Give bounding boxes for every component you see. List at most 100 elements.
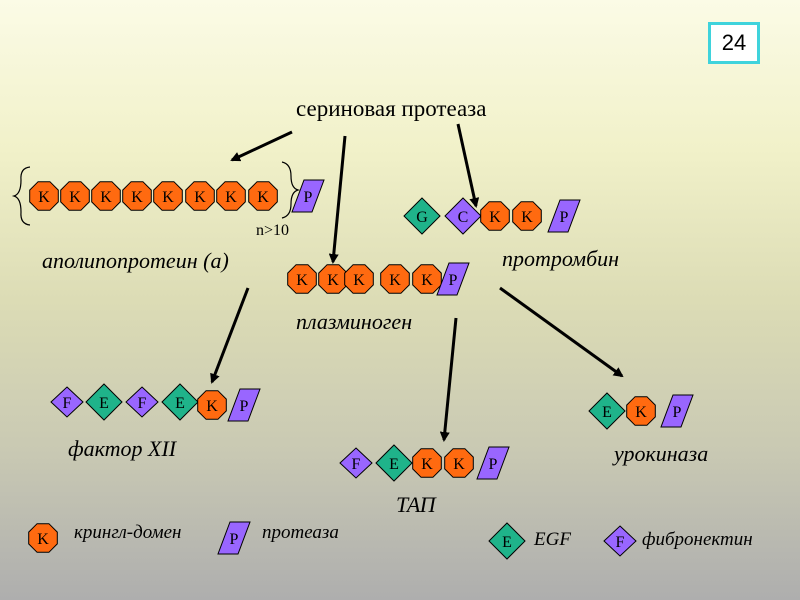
plasminogen-kringle-letter: K	[421, 272, 433, 289]
apolipoprotein-kringle-letter: K	[100, 189, 112, 206]
plasminogen-kringle-shape	[344, 264, 374, 294]
arrow-to-prothrombin	[456, 123, 480, 208]
apolipoprotein-kringle-letter: K	[131, 189, 143, 206]
prothrombin-gla-shape	[403, 197, 441, 235]
tap-fibronectin-letter: F	[352, 456, 361, 473]
tap-protease-domain: P	[476, 446, 510, 480]
factor12-egf-shape	[161, 383, 199, 421]
urokinase-kringle-domain: K	[626, 396, 656, 426]
tap-kringle-letter: K	[421, 456, 433, 473]
apolipoprotein-kringle-domain: K	[248, 181, 278, 211]
apolipoprotein-kringle-shape	[29, 181, 59, 211]
legend-egf-shape	[488, 522, 526, 560]
apolipoprotein-kringle-domain: K	[29, 181, 59, 211]
prothrombin-gla-letter: G	[416, 209, 428, 226]
legend-kringle-letter: K	[37, 531, 49, 548]
legend-fibronectin-domain: F	[603, 525, 637, 557]
apolipoprotein-protease-domain: P	[291, 179, 325, 213]
apolipoprotein-kringle-domain: K	[91, 181, 121, 211]
legend-protease-domain: P	[217, 521, 251, 555]
prothrombin-kringle-letter: K	[521, 209, 533, 226]
plasminogen-kringle-letter: K	[353, 272, 365, 289]
plasminogen-protease-shape	[436, 262, 470, 296]
label-apolipoprotein: аполипопротеин (a)	[42, 248, 229, 273]
apolipoprotein-kringle-domain: K	[185, 181, 215, 211]
tap-protease-shape	[476, 446, 510, 480]
factor12-fibronectin-domain: F	[125, 386, 159, 418]
plasminogen-protease-domain: P	[436, 262, 470, 296]
legend-kringle-label: крингл-домен	[74, 522, 181, 543]
prothrombin-kringle-letter: K	[489, 209, 501, 226]
factor12-egf-letter: E	[99, 395, 109, 412]
tap-fibronectin-domain: F	[339, 447, 373, 479]
arrow-to-apolipoprotein	[230, 130, 293, 162]
apolipoprotein-kringle-shape	[216, 181, 246, 211]
plasminogen-kringle-letter: K	[327, 272, 339, 289]
prothrombin-c-shape	[444, 197, 482, 235]
plasminogen-kringle-domain: K	[287, 264, 317, 294]
prothrombin-kringle-shape	[512, 201, 542, 231]
arrow-to-factor12	[210, 287, 250, 384]
factor12-kringle-letter: K	[206, 398, 218, 415]
arrows	[210, 123, 624, 442]
left-brace	[11, 166, 31, 226]
apolipoprotein-kringle-domain: K	[60, 181, 90, 211]
page-number: 24	[708, 22, 760, 64]
label-prothrombin: протромбин	[502, 246, 619, 271]
apolipoprotein-kringle-shape	[248, 181, 278, 211]
urokinase-egf-domain: E	[588, 392, 626, 430]
factor12-egf-shape	[85, 383, 123, 421]
prothrombin-gla-domain: G	[403, 197, 441, 235]
factor12-egf-letter: E	[175, 395, 185, 412]
apolipoprotein-kringle-domain: K	[122, 181, 152, 211]
arrow-to-urokinase	[499, 286, 624, 378]
legend-kringle-shape	[28, 523, 58, 553]
arrow-to-plasminogen	[328, 135, 347, 264]
tap-kringle-domain: K	[444, 448, 474, 478]
factor12-egf-domain: E	[85, 383, 123, 421]
tap-egf-shape	[375, 444, 413, 482]
apolipoprotein-kringle-shape	[153, 181, 183, 211]
factor12-kringle-domain: K	[197, 390, 227, 420]
factor12-protease-letter: P	[240, 398, 249, 415]
label-urokinase: урокиназа	[612, 441, 708, 466]
apolipoprotein-protease-letter: P	[304, 189, 313, 206]
plasminogen-protease-letter: P	[449, 272, 458, 289]
label-factor12: фактор XII	[68, 436, 178, 461]
factor12-fibronectin-domain: F	[50, 386, 84, 418]
prothrombin-kringle-shape	[480, 201, 510, 231]
legend-protease-label: протеаза	[262, 522, 339, 543]
legend-fibronectin-label: фибронектин	[642, 529, 753, 550]
apolipoprotein-kringle-shape	[122, 181, 152, 211]
apolipoprotein-kringle-letter: K	[38, 189, 50, 206]
tap-kringle-shape	[412, 448, 442, 478]
diagram-title: сериновая протеаза	[296, 96, 486, 121]
plasminogen-kringle-letter: K	[389, 272, 401, 289]
apolipoprotein-kringle-shape	[60, 181, 90, 211]
apolipoprotein-kringle-letter: K	[194, 189, 206, 206]
urokinase-egf-letter: E	[602, 404, 612, 421]
apolipoprotein-kringle-shape	[91, 181, 121, 211]
apolipoprotein-kringle-letter: K	[162, 189, 174, 206]
prothrombin-c-letter: C	[458, 209, 469, 226]
prothrombin-protease-shape	[547, 199, 581, 233]
factor12-fibronectin-letter: F	[138, 395, 147, 412]
legend-kringle-domain: K	[28, 523, 58, 553]
plasminogen-kringle-domain: K	[380, 264, 410, 294]
tap-egf-letter: E	[389, 456, 399, 473]
prothrombin-c-domain: C	[444, 197, 482, 235]
tap-kringle-domain: K	[412, 448, 442, 478]
apolipoprotein-kringle-letter: K	[257, 189, 269, 206]
plasminogen-kringle-letter: K	[296, 272, 308, 289]
factor12-protease-shape	[227, 388, 261, 422]
urokinase-protease-shape	[660, 394, 694, 428]
plasminogen-kringle-domain: K	[412, 264, 442, 294]
tap-kringle-letter: K	[453, 456, 465, 473]
label-tap: ТАП	[396, 492, 437, 517]
arrow-to-tap	[439, 317, 458, 442]
tap-kringle-shape	[444, 448, 474, 478]
prothrombin-protease-letter: P	[560, 209, 569, 226]
legend-protease-letter: P	[230, 531, 239, 548]
legend-egf-domain: E	[488, 522, 526, 560]
tap-egf-domain: E	[375, 444, 413, 482]
